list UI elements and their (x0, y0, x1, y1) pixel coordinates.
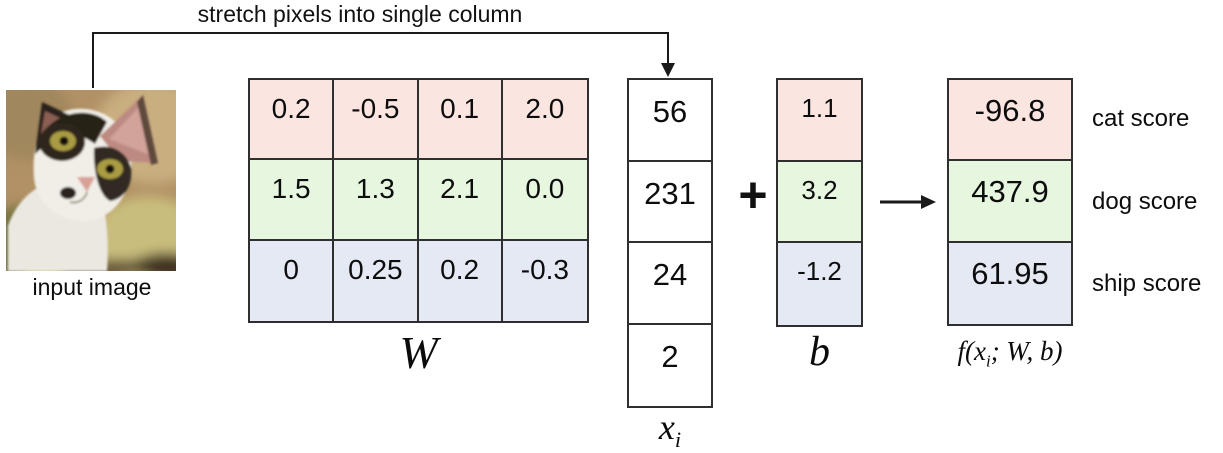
w-cell-dog-0: 1.5 (250, 160, 335, 241)
w-cell-dog-3: 0.0 (502, 160, 587, 241)
w-cell-cat-2: 0.1 (418, 80, 503, 161)
weight-matrix: 0.2 -0.5 0.1 2.0 1.5 1.3 2.1 0.0 0 0.25 … (248, 78, 589, 323)
score-cell-dog: 437.9 (949, 161, 1071, 243)
stretch-annotation-label: stretch pixels into single column (197, 1, 523, 27)
xi-cell-2: 24 (629, 243, 711, 325)
plus-operator: + (738, 167, 768, 223)
w-cell-dog-2: 2.1 (418, 160, 503, 241)
cat-photo (6, 90, 176, 271)
score-cell-ship: 61.95 (949, 242, 1071, 324)
weight-matrix-label: W (399, 327, 438, 378)
w-cell-ship-0: 0 (250, 240, 335, 321)
w-cell-dog-1: 1.3 (334, 160, 419, 241)
w-cell-ship-2: 0.2 (418, 240, 503, 321)
score-cell-cat: -96.8 (949, 80, 1071, 162)
xi-cell-1: 231 (629, 161, 711, 243)
input-image (6, 90, 176, 271)
b-cell-ship: -1.2 (778, 243, 861, 325)
dog-score-label: dog score (1092, 188, 1198, 215)
w-cell-cat-3: 2.0 (502, 80, 587, 161)
stretch-arrow-head (661, 63, 675, 77)
ship-score-label: ship score (1092, 270, 1202, 297)
b-cell-dog: 3.2 (778, 161, 861, 244)
b-cell-cat: 1.1 (778, 80, 861, 162)
xi-cell-3: 2 (629, 324, 711, 406)
result-arrow-head (921, 195, 936, 209)
pixel-vector: 56 231 24 2 (627, 78, 713, 408)
bias-vector: 1.1 3.2 -1.2 (776, 78, 863, 327)
xi-cell-0: 56 (629, 80, 711, 162)
bias-vector-label: b (809, 329, 830, 375)
w-cell-ship-3: -0.3 (502, 240, 587, 321)
w-cell-ship-1: 0.25 (334, 240, 419, 321)
input-image-caption: input image (32, 274, 152, 300)
cat-score-label: cat score (1092, 105, 1190, 132)
score-vector: -96.8 437.9 61.95 (947, 78, 1073, 326)
w-cell-cat-0: 0.2 (250, 80, 335, 161)
score-function-label: f(xi; W, b) (957, 336, 1063, 371)
pixel-vector-label: xi (658, 407, 682, 453)
w-cell-cat-1: -0.5 (334, 80, 419, 161)
